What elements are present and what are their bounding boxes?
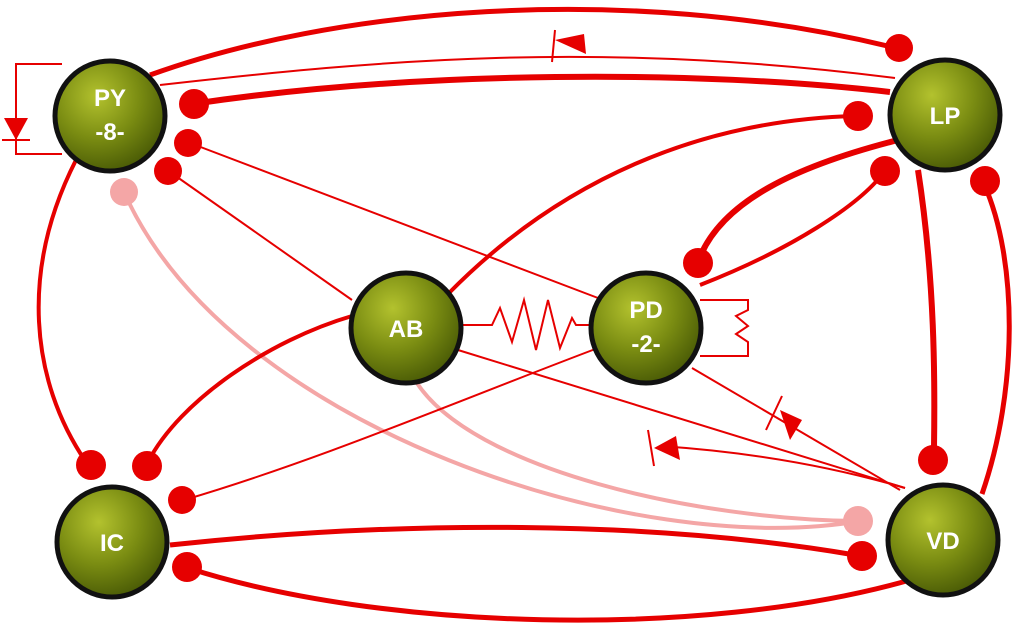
node-vd[interactable]: VD [885,482,1001,598]
connection-py-self-rectifying [2,63,62,155]
rectifier-arrow [555,34,586,54]
synapse-terminal [154,157,182,185]
connections-layer [2,6,1012,623]
node-label: VD [926,528,959,555]
synapse-terminal [174,129,202,157]
connection-vd-to-lp [970,166,1012,495]
node-label: IC [100,530,124,557]
rectifier-arrow [780,410,802,440]
connection-ab-to-ic [132,314,353,481]
synapse-terminal [110,178,138,206]
connection-ab-to-lp [446,101,873,296]
rectifier-arrow [4,118,28,140]
connection-vd-ab-rectifying [457,349,906,489]
connection-pd-self-electrical [700,299,750,357]
connection-lp-to-py [149,6,913,78]
connection-py-lp-rectifying [159,29,896,86]
node-sublabel: -8- [95,119,124,146]
node-label: AB [389,316,424,343]
synapse-terminal [168,486,196,514]
connection-pd-to-ic [168,347,599,514]
synapse-terminal [847,541,877,571]
nodes-layer: PY -8- LP AB PD -2- IC VD [52,57,1003,600]
node-sublabel: -2- [631,331,660,358]
connection-pd-to-py [174,129,599,299]
synapse-terminal [918,445,948,475]
synapse-terminal [870,156,900,186]
synapse-terminal [843,506,873,536]
node-ab[interactable]: AB [348,270,464,386]
node-lp[interactable]: LP [887,57,1003,173]
rectifier-arrow [654,436,680,460]
connection-lp-to-pd [683,137,899,278]
synapse-terminal [172,552,202,582]
connection-pd-to-lp [699,156,900,287]
connection-py-to-ic [36,159,106,480]
node-py[interactable]: PY -8- [52,58,168,174]
connection-ab-to-py [154,157,353,301]
connection-pd-vd-rectifying [691,367,901,491]
node-label: LP [930,103,961,130]
synapse-terminal [179,89,209,119]
connection-lp-to-vd [915,169,948,475]
connection-py-to-lp [179,73,891,119]
node-label: PY [94,85,126,112]
connection-ic-to-vd [169,524,877,571]
synapse-terminal [683,248,713,278]
synapse-terminal [132,451,162,481]
node-ic[interactable]: IC [54,484,170,600]
connection-vd-to-ic [172,552,911,623]
synapse-terminal [76,450,106,480]
synapse-terminal [885,34,913,62]
node-label: PD [629,297,662,324]
connection-ab-pd-electrical [460,296,592,352]
connection-ab-to-vd [413,378,873,536]
node-pd[interactable]: PD -2- [588,270,704,386]
connection-vd-to-py [110,178,861,530]
synapse-terminal [970,166,1000,196]
synapse-terminal [843,101,873,131]
